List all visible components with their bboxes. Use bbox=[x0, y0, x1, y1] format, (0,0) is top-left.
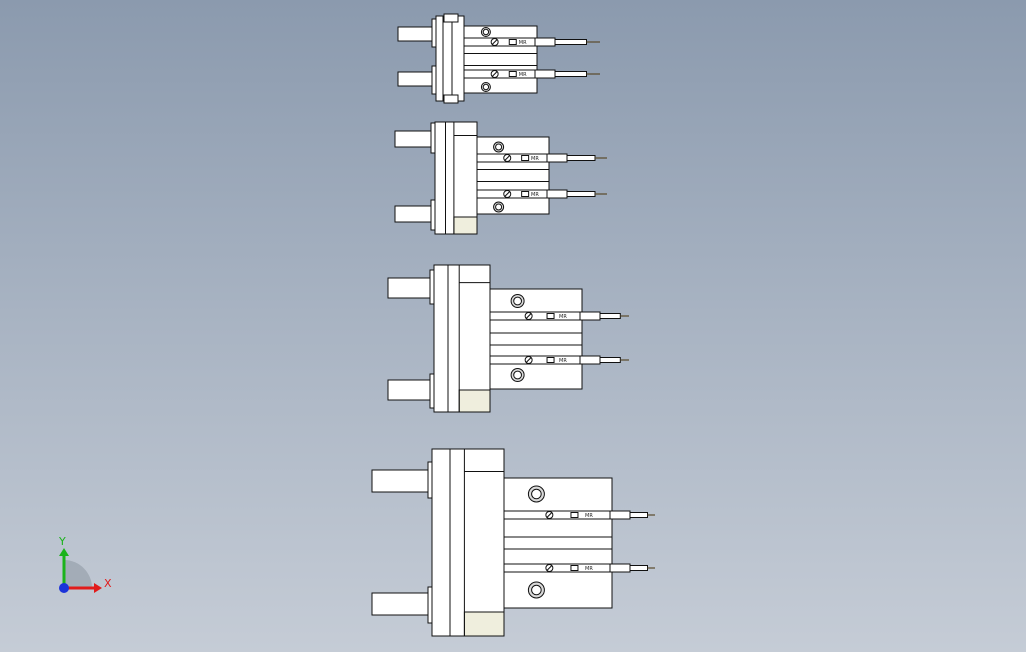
mounting-hole-inner bbox=[531, 584, 542, 596]
sensor-channel bbox=[503, 563, 613, 573]
frame-bottom-tab bbox=[443, 94, 459, 104]
gripper-2: MR MR bbox=[394, 121, 607, 235]
mounting-hole-inner bbox=[513, 296, 522, 306]
switch-label: MR bbox=[559, 314, 567, 320]
screw-slot bbox=[504, 155, 511, 161]
gripper-frame bbox=[431, 448, 505, 637]
switch-label: MR bbox=[585, 513, 593, 519]
gripper-assembly-group: MR MR MR MR MR MR MR MR bbox=[371, 13, 655, 637]
sensor-switch bbox=[609, 510, 631, 520]
sensor-switch bbox=[579, 311, 601, 321]
cylinder-body bbox=[476, 136, 550, 215]
switch-label: MR bbox=[531, 192, 539, 198]
gripper-finger bbox=[397, 26, 437, 42]
screw-slot bbox=[504, 191, 511, 197]
sensor-switch bbox=[546, 153, 568, 163]
frame-accent-block bbox=[458, 389, 491, 413]
switch-led-window bbox=[546, 313, 555, 319]
switch-label: MR bbox=[585, 566, 593, 572]
mounting-hole-inner bbox=[495, 203, 503, 211]
triad-arc bbox=[64, 560, 92, 588]
gripper-finger bbox=[394, 130, 436, 148]
switch-led-window bbox=[521, 155, 530, 161]
screw-slot bbox=[546, 565, 553, 571]
sensor-cable bbox=[629, 565, 648, 571]
triad-y-label: Y bbox=[58, 535, 66, 548]
frame-accent-block bbox=[453, 216, 478, 235]
gripper-frame bbox=[435, 15, 465, 102]
frame-top-tab bbox=[443, 13, 459, 23]
mounting-hole-inner bbox=[495, 143, 503, 151]
gripper-4: MR MR bbox=[371, 448, 655, 637]
switch-led-window bbox=[546, 357, 555, 363]
switch-label: MR bbox=[519, 40, 527, 46]
sensor-channel bbox=[489, 311, 583, 321]
sensor-cable bbox=[599, 313, 621, 319]
gripper-frame bbox=[433, 264, 491, 413]
triad-x-arrowhead bbox=[94, 583, 102, 593]
screw-slot bbox=[491, 71, 498, 77]
gripper-finger bbox=[387, 277, 435, 299]
gripper-finger bbox=[394, 205, 436, 223]
sensor-cable bbox=[566, 191, 596, 197]
triad-y-arrowhead bbox=[59, 548, 69, 556]
mounting-hole-inner bbox=[482, 83, 490, 91]
cylinder-body bbox=[463, 25, 538, 94]
sensor-switch bbox=[534, 69, 556, 79]
coordinate-triad: X Y bbox=[58, 535, 112, 593]
cylinder-body bbox=[489, 288, 583, 390]
sensor-channel bbox=[503, 510, 613, 520]
switch-led-window bbox=[570, 565, 579, 571]
switch-label: MR bbox=[519, 72, 527, 78]
triad-x-label: X bbox=[104, 577, 112, 590]
triad-z-axis-dot bbox=[59, 583, 69, 593]
sensor-cable bbox=[629, 512, 648, 518]
switch-label: MR bbox=[559, 358, 567, 364]
gripper-finger bbox=[371, 469, 433, 493]
sensor-cable bbox=[554, 71, 587, 77]
sensor-switch bbox=[609, 563, 631, 573]
screw-slot bbox=[525, 313, 532, 319]
frame-accent-block bbox=[463, 611, 505, 637]
sensor-cable bbox=[554, 39, 587, 45]
sensor-switch bbox=[579, 355, 601, 365]
switch-led-window bbox=[508, 71, 517, 77]
mounting-hole-inner bbox=[482, 28, 490, 36]
sensor-channel bbox=[489, 355, 583, 365]
gripper-finger bbox=[387, 379, 435, 401]
sensor-switch bbox=[534, 37, 556, 47]
gripper-finger bbox=[397, 71, 437, 87]
mounting-hole-inner bbox=[513, 370, 522, 380]
gripper-finger bbox=[371, 592, 433, 616]
cylinder-body bbox=[503, 477, 613, 609]
switch-label: MR bbox=[531, 156, 539, 162]
switch-led-window bbox=[521, 191, 530, 197]
sensor-cable bbox=[566, 155, 596, 161]
screw-slot bbox=[525, 357, 532, 363]
screw-slot bbox=[491, 39, 498, 45]
mounting-hole-inner bbox=[531, 488, 542, 500]
switch-led-window bbox=[508, 39, 517, 45]
gripper-1: MR MR bbox=[397, 13, 600, 104]
gripper-3: MR MR bbox=[387, 264, 629, 413]
screw-slot bbox=[546, 512, 553, 518]
sensor-switch bbox=[546, 189, 568, 199]
sensor-cable bbox=[599, 357, 621, 363]
switch-led-window bbox=[570, 512, 579, 518]
